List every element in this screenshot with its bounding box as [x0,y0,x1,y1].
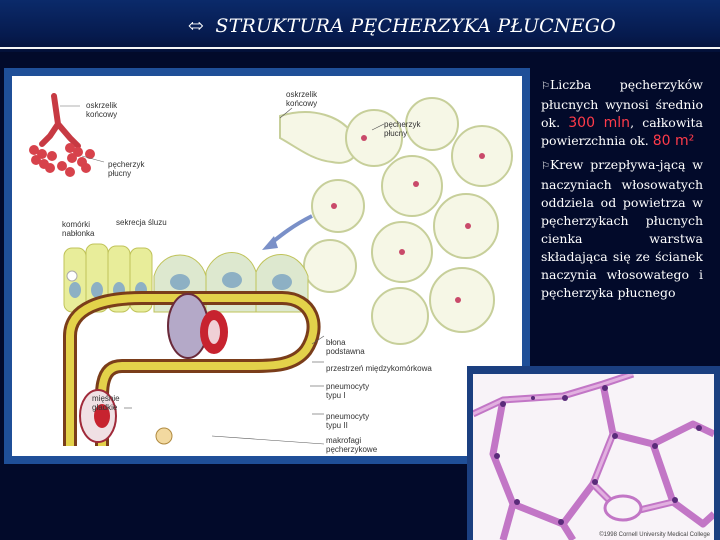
label-pecherzyk-left: pęcherzyk płucny [108,160,145,178]
label-oskrzelik-left: oskrzelik końcowy [86,101,118,119]
alveoli-count-value: 300 mln [568,115,631,131]
bronchial-tree-icon [29,93,95,177]
label-przestrzen-miedzykomorkowa: przestrzeń międzykomórkowa [326,364,432,373]
page-title-text: STRUKTURA PĘCHERZYKA PŁUCNEGO [215,15,616,37]
flag-icon: ⚐ [541,81,550,92]
title-bar: ⬄︎ STRUKTURA PĘCHERZYKA PŁUCNEGO [0,0,720,52]
label-pneumocyty-typu-2: pneumocyty typu II [326,412,370,430]
description-panel: ⚐Liczba pęcherzyków płucnych wynosi śred… [541,76,703,308]
surface-area-value: 80 m² [652,133,695,149]
alveoli-micrograph: ©1998 Cornell University Medical College [473,374,714,540]
paragraph-blood-air-barrier: ⚐Krew przepływa-jącą w naczyniach włosow… [541,157,703,300]
label-pneumocyty-typu-1: pneumocyty typu I [326,382,370,400]
label-blona-podstawna: błona podstawna [326,338,365,356]
alveolus-diagram: oskrzelik końcowy pęcherzyk płucny oskrz… [12,76,522,456]
pointing-hand-arrow-icon: ⬄︎ [188,15,205,37]
micrograph-image [473,374,714,540]
flag-icon: ⚐ [541,161,550,172]
label-pecherzyk-right: pęcherzyk płucny [384,120,421,138]
diagram-frame: oskrzelik końcowy pęcherzyk płucny oskrz… [4,68,530,464]
page-title: ⬄︎ STRUKTURA PĘCHERZYKA PŁUCNEGO [188,15,616,37]
label-sekrecja-sluzu: sekrecja śluzu [116,218,167,227]
label-oskrzelik-center: oskrzelik końcowy [286,90,318,108]
micrograph-copyright: ©1998 Cornell University Medical College [599,532,710,538]
label-miesnie-gladkie: mięśnie gładkie [92,394,120,412]
alveolus-illustration [29,93,513,446]
paragraph-alveoli-count: ⚐Liczba pęcherzyków płucnych wynosi śred… [541,77,704,149]
capillary-blood-cells [79,293,228,443]
label-komorki-nablonka: komórki nabłonka [62,220,95,238]
label-makrofagi: makrofagi pęcherzykowe [326,436,378,454]
micrograph-frame: ©1998 Cornell University Medical College [467,366,720,540]
zoom-arrow-icon [262,236,278,250]
title-divider [0,47,720,49]
